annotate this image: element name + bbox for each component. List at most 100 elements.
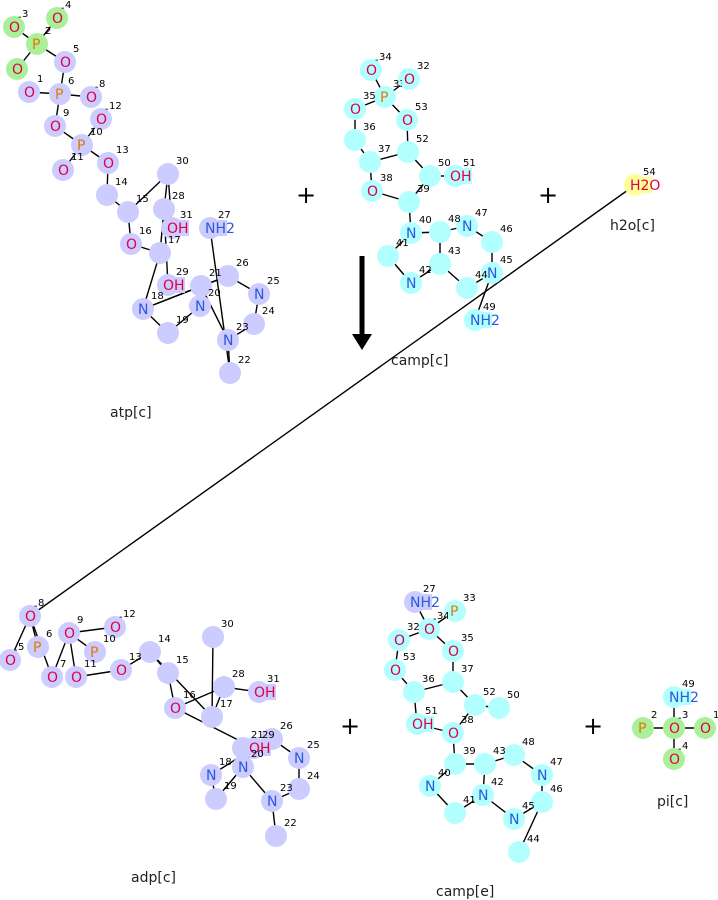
atom-index: 35 [363, 91, 376, 102]
atom-symbol: O [402, 113, 413, 129]
atom-index: 45 [522, 801, 535, 812]
atp-label: atp[c] [110, 405, 152, 421]
atom-index: 32 [417, 61, 430, 72]
atom-highlight [503, 744, 525, 766]
atom-index: 33 [463, 593, 476, 604]
atom-index: 22 [238, 355, 251, 366]
atom-label-backdrop [203, 220, 227, 236]
atom-symbol: P [450, 604, 458, 620]
atom-index: 42 [491, 777, 504, 788]
bond [142, 275, 229, 310]
atom-label-backdrop [56, 162, 70, 178]
atom-label-backdrop [94, 111, 108, 127]
atom-symbol: N [509, 812, 519, 828]
atom-index: 28 [232, 669, 245, 680]
atom-index: 5 [18, 642, 24, 653]
atom-index: 20 [208, 288, 221, 299]
atom-highlight [456, 277, 478, 299]
atom-charge: - [375, 55, 379, 66]
atom-index: 46 [500, 224, 513, 235]
atom-symbol: NH2 [205, 221, 235, 237]
atom-symbol: NH2 [669, 690, 699, 706]
atom-highlight [157, 322, 179, 344]
atom-index: 20 [251, 749, 264, 760]
atom-highlight [219, 362, 241, 384]
reaction-arrow [352, 256, 372, 350]
atom-index: 7 [60, 659, 66, 670]
atom-label-backdrop [23, 608, 37, 624]
atom-symbol: O [424, 622, 435, 638]
atom-symbol: O [24, 85, 35, 101]
atom-label-backdrop [448, 603, 462, 619]
atom-highlight [531, 791, 553, 813]
atom-index: 52 [483, 687, 496, 698]
atom-label-backdrop [53, 86, 67, 102]
atom-highlight [398, 191, 420, 213]
atom-symbol: N [195, 299, 205, 315]
atom-label-backdrop [7, 19, 21, 35]
atom-symbol: O [170, 701, 181, 717]
atom-charge: - [119, 612, 123, 623]
bond [209, 227, 231, 374]
atom-label-backdrop [535, 767, 549, 783]
atom-index: 24 [262, 306, 275, 317]
atom-highlight [205, 788, 227, 810]
atom-highlight [359, 151, 381, 173]
atom-symbol: NH2 [410, 595, 440, 611]
atom-label-backdrop [48, 118, 62, 134]
atom-label-backdrop [402, 71, 416, 87]
atom-symbol: N [223, 333, 233, 349]
atom-index: 18 [219, 757, 232, 768]
atom-index: 27 [218, 210, 231, 221]
atom-index: 49 [682, 679, 695, 690]
atom-label-backdrop [101, 155, 115, 171]
atom-index: 41 [463, 795, 476, 806]
camp-e-label: camp[e] [436, 884, 494, 900]
atom-highlight [139, 641, 161, 663]
atom-index: 8 [99, 79, 105, 90]
atom-symbol: O [50, 119, 61, 135]
atom-index: 26 [280, 721, 293, 732]
atom-index: 17 [168, 235, 181, 246]
atom-symbol: O [9, 20, 20, 36]
atom-index: 49 [483, 302, 496, 313]
atom-index: 18 [151, 291, 164, 302]
atom-highlight [96, 184, 118, 206]
atom-index: 48 [522, 737, 535, 748]
atom-index: 6 [68, 76, 74, 87]
atom-index: 34 [379, 52, 392, 63]
atom-symbol: N [478, 788, 488, 804]
atom-label-backdrop [292, 750, 306, 766]
atom-highlight [481, 231, 503, 253]
atom-symbol: N [267, 794, 277, 810]
atom-index: 52 [416, 134, 429, 145]
atom-index: 25 [267, 276, 280, 287]
atom-highlight [474, 753, 496, 775]
atom-symbol: O [110, 620, 121, 636]
atom-charge: - [678, 744, 682, 755]
atom-label-backdrop [165, 220, 189, 236]
atom-highlight [190, 275, 212, 297]
atom-index: 51 [425, 706, 438, 717]
atom-index: 4 [682, 741, 688, 752]
atom-label-backdrop [507, 811, 521, 827]
atom-charge: - [18, 12, 22, 23]
atom-index: 36 [363, 122, 376, 133]
atom-symbol: O [116, 663, 127, 679]
atom-label-backdrop [161, 277, 185, 293]
atom-highlight [157, 163, 179, 185]
plus-sign: + [340, 712, 360, 740]
atom-symbol: P [638, 721, 646, 737]
atom-index: 25 [307, 740, 320, 751]
atom-index: 12 [109, 101, 122, 112]
atom-highlight [444, 753, 466, 775]
atom-symbol: OH [167, 221, 189, 237]
atom-symbol: OH [412, 717, 434, 733]
plus-sign: + [583, 712, 603, 740]
atom-highlight [201, 706, 223, 728]
atom-index: 46 [550, 784, 563, 795]
atom-symbol: O [669, 721, 680, 737]
atom-index: 53 [403, 652, 416, 663]
atom-label-backdrop [236, 759, 250, 775]
atom-index: 8 [38, 598, 44, 609]
